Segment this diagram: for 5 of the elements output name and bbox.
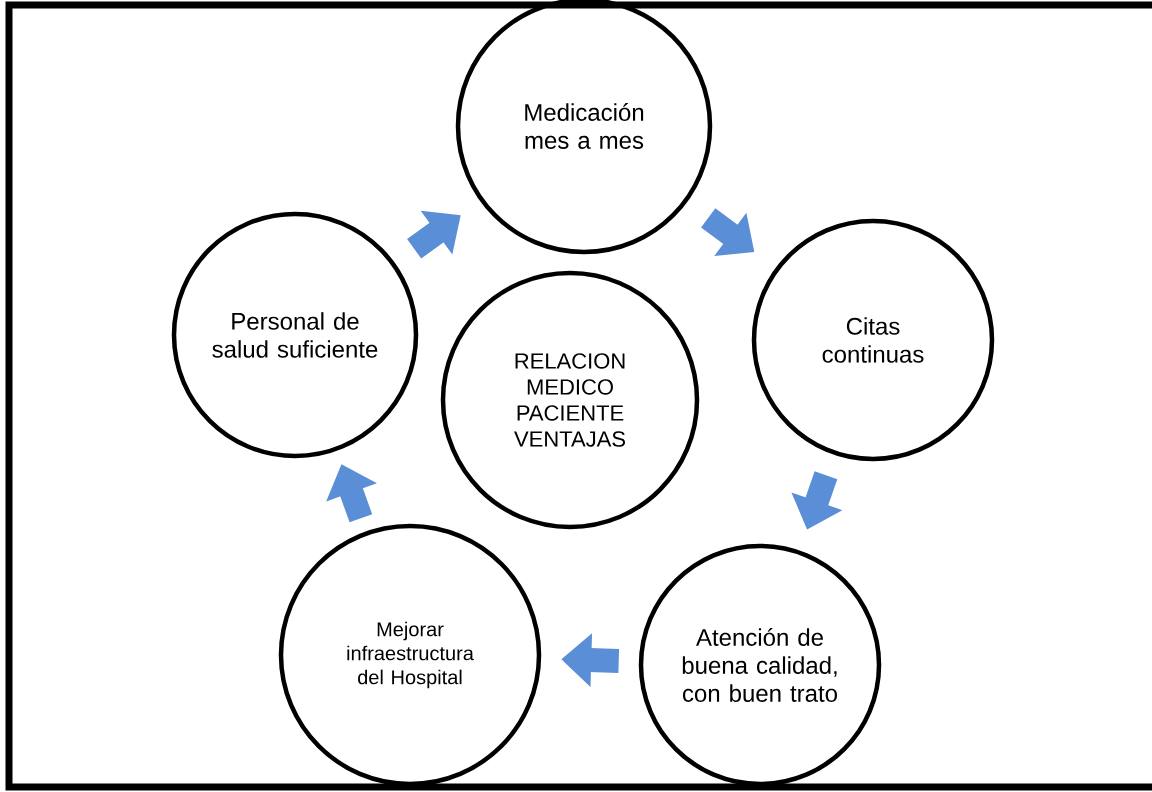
circle-node: Citas continuas — [751, 218, 995, 462]
circle-node: Mejorar infraestructura del Hospital — [278, 523, 542, 787]
circle-node: RELACION MEDICO PACIENTE VENTAJAS — [440, 270, 700, 530]
circle-node: Atención de buena calidad, con buen trato — [638, 543, 882, 787]
circle-node: Personal de salud suficiente — [171, 211, 419, 459]
